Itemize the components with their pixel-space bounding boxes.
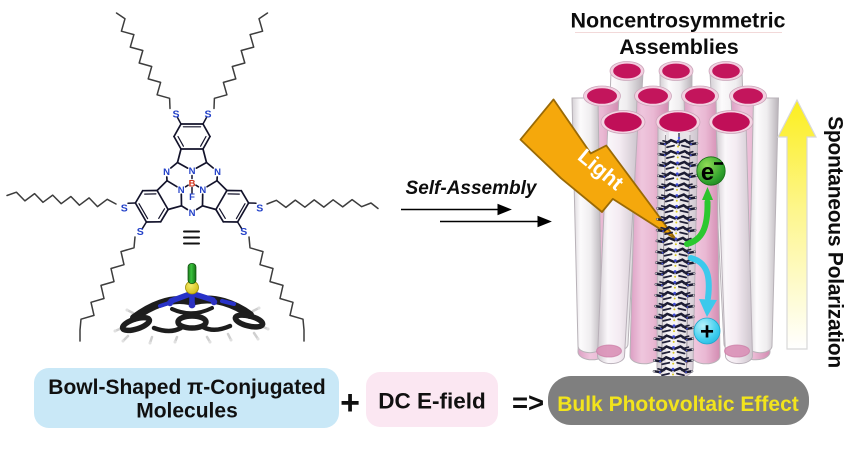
svg-text:S: S [204,109,211,121]
svg-text:e: e [701,159,714,186]
svg-text:N: N [178,185,185,196]
svg-text:N: N [214,167,221,178]
svg-text:Molecules: Molecules [136,400,238,423]
svg-text:B: B [189,179,196,190]
svg-text:S: S [137,226,144,238]
svg-text:S: S [240,226,247,238]
svg-text:S: S [256,203,263,215]
svg-text:Bowl-Shaped π-Conjugated: Bowl-Shaped π-Conjugated [48,376,325,399]
svg-text:Bulk Photovoltaic Effect: Bulk Photovoltaic Effect [557,393,799,416]
svg-text:Noncentrosymmetric: Noncentrosymmetric [570,9,785,33]
svg-text:F: F [189,192,195,203]
svg-text:DC E-field: DC E-field [378,389,486,414]
svg-text:N: N [189,208,196,219]
svg-text:+: + [700,319,714,346]
svg-text:N: N [199,185,206,196]
svg-text:Self-Assembly: Self-Assembly [406,178,538,199]
svg-text:Assemblies: Assemblies [619,35,739,59]
svg-text:=>: => [512,387,544,418]
svg-text:N: N [189,166,196,177]
svg-text:+: + [340,384,360,422]
svg-text:S: S [172,109,179,121]
svg-text:Spontaneous Polarization: Spontaneous Polarization [824,116,847,368]
svg-text:S: S [121,203,128,215]
svg-text:N: N [163,167,170,178]
